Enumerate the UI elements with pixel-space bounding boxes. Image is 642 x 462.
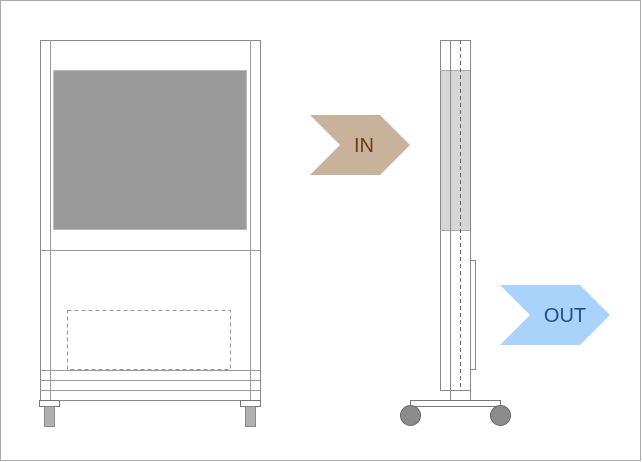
side-wheel-left [400, 405, 421, 426]
in-arrow-shape [310, 115, 410, 175]
side-wheel-right [490, 405, 511, 426]
side-filter-panel [441, 70, 470, 230]
out-arrow-shape [500, 285, 610, 345]
out-label: OUT [544, 305, 586, 327]
out-arrow: OUT [500, 285, 610, 345]
in-arrow: IN [310, 115, 410, 175]
in-label: IN [354, 135, 374, 157]
side-view [400, 40, 511, 426]
front-filter-panel [53, 70, 247, 230]
front-caster-mount-right [240, 400, 261, 407]
front-hidden-box [67, 310, 231, 370]
front-caster-mount-left [39, 400, 60, 407]
front-caster-right [245, 406, 256, 427]
front-view [39, 40, 261, 427]
side-handle [470, 260, 476, 370]
side-base-bar [410, 400, 501, 407]
front-caster-left [44, 406, 55, 427]
